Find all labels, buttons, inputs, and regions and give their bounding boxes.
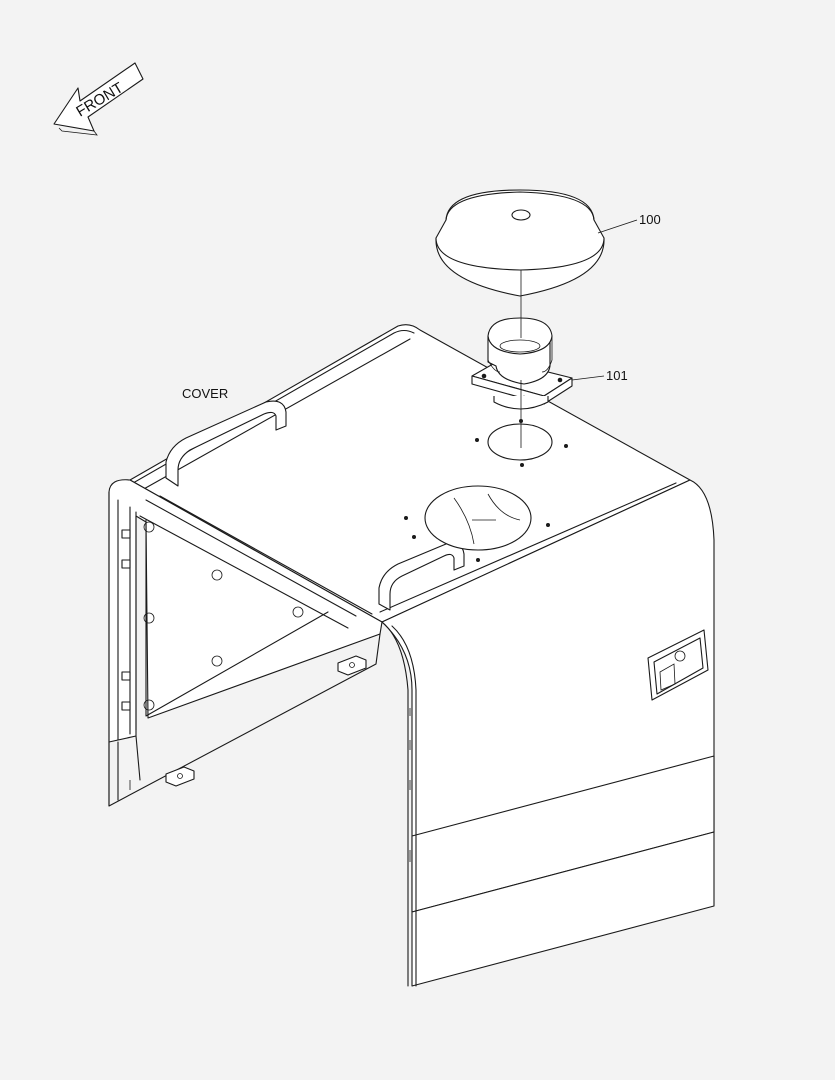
callout-100-label: 100	[639, 212, 661, 227]
part-100-rain-cap	[435, 189, 605, 297]
callout-101-label: 101	[606, 368, 628, 383]
callout-101: 101	[571, 368, 628, 383]
cover-label: COVER	[182, 386, 228, 401]
part-101-exhaust-pipe-flange	[471, 317, 573, 410]
front-arrow-icon: FRONT	[53, 62, 144, 136]
hood-cover	[108, 324, 715, 987]
latch-icon	[647, 629, 709, 701]
callout-100: 100	[597, 212, 661, 234]
